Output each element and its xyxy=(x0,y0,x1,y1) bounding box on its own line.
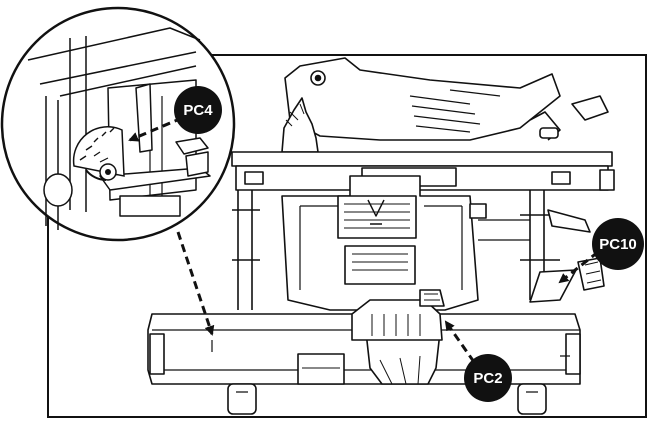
callout-pc2-label: PC2 xyxy=(473,370,502,387)
arrow-pc10 xyxy=(558,250,599,284)
callout-pc10: PC10 xyxy=(592,218,644,270)
arrow-inset-to-main xyxy=(176,231,215,336)
table-top xyxy=(231,151,613,167)
arrow-pc4 xyxy=(128,116,183,142)
left-frame xyxy=(232,190,260,310)
bevel-handle xyxy=(547,209,591,233)
pc10-knob xyxy=(577,257,605,291)
motor-vent xyxy=(337,195,417,239)
bevel-scale xyxy=(72,126,125,181)
guard-ribs xyxy=(409,89,501,133)
foot-left xyxy=(227,383,257,415)
arrow-pc2 xyxy=(444,320,476,363)
callout-pc10-label: PC10 xyxy=(599,236,637,253)
callout-pc2: PC2 xyxy=(464,354,512,402)
blade-guard xyxy=(284,57,561,141)
callout-pc4: PC4 xyxy=(174,86,222,134)
callout-pc4-label: PC4 xyxy=(183,102,213,119)
motor-housing xyxy=(281,175,479,311)
right-handle xyxy=(571,95,609,121)
right-frame xyxy=(520,190,560,300)
table-saw-illustration xyxy=(147,57,615,415)
dashed-arrows xyxy=(128,116,599,363)
foot-right xyxy=(517,383,547,415)
